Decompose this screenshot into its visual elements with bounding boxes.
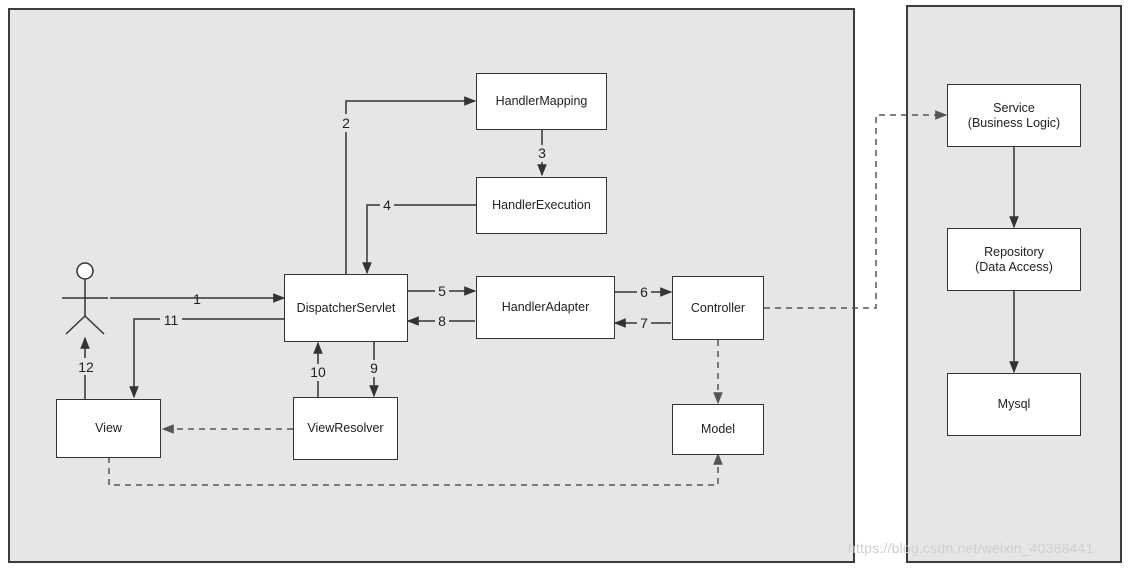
- edge-5: 5: [407, 283, 477, 300]
- dashed-edge-view-model: [108, 452, 723, 486]
- service-node: Service (Business Logic): [947, 84, 1081, 147]
- edge-6: 6: [614, 284, 673, 301]
- repository-node: Repository (Data Access): [947, 228, 1081, 291]
- edge-1: 1: [110, 291, 286, 307]
- handler-mapping-node: HandlerMapping: [476, 73, 607, 130]
- edge-label-7: 7: [640, 315, 648, 331]
- edge-label-6: 6: [640, 284, 648, 300]
- edge-8: 8: [406, 313, 475, 330]
- handler-adapter-node: HandlerAdapter: [476, 276, 615, 339]
- edge-label-5: 5: [438, 283, 446, 299]
- edge-label-1: 1: [193, 291, 201, 307]
- edge-label-4: 4: [383, 197, 391, 213]
- mysql-node: Mysql: [947, 373, 1081, 436]
- edge-9: 9: [367, 341, 381, 398]
- edge-12: 12: [75, 336, 96, 399]
- edge-label-10: 10: [310, 364, 326, 380]
- watermark-text: https://blog.csdn.net/weixin_40388441: [848, 540, 1094, 556]
- controller-node: Controller: [672, 276, 764, 340]
- dashed-edge-controller-service: [764, 110, 948, 309]
- handler-execution-node: HandlerExecution: [476, 177, 607, 234]
- dispatcher-servlet-node: DispatcherServlet: [284, 274, 408, 342]
- edge-4: 4: [362, 197, 476, 275]
- view-resolver-node: ViewResolver: [293, 397, 398, 460]
- edge-11: 11: [129, 311, 285, 399]
- edge-10: 10: [308, 341, 328, 397]
- model-node: Model: [672, 404, 764, 455]
- edge-label-11: 11: [164, 312, 179, 328]
- edge-2: 2: [338, 96, 477, 275]
- edge-label-12: 12: [78, 359, 94, 375]
- view-node: View: [56, 399, 161, 458]
- user-actor-icon: [62, 262, 108, 335]
- edge-label-3: 3: [538, 145, 546, 161]
- edge-3: 3: [535, 130, 549, 177]
- edge-label-2: 2: [342, 115, 350, 131]
- edge-label-9: 9: [370, 360, 378, 376]
- edge-7: 7: [613, 315, 671, 332]
- edge-label-8: 8: [438, 313, 446, 329]
